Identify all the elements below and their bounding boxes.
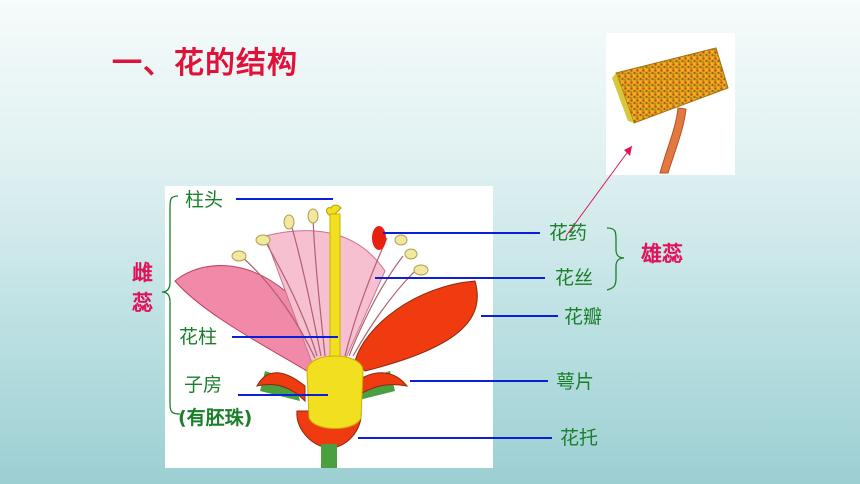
label-anther: 花药 bbox=[549, 222, 588, 244]
highlighted-anther bbox=[372, 226, 386, 250]
label-ovule-note: (有胚珠) bbox=[178, 407, 253, 429]
page-title: 一、花的结构 bbox=[112, 46, 298, 81]
label-petal: 花瓣 bbox=[564, 306, 603, 328]
group-label-pistil: 雌蕊 bbox=[132, 261, 153, 315]
ovary bbox=[306, 355, 364, 429]
label-style: 花柱 bbox=[179, 326, 218, 348]
label-ovary: 子房 bbox=[184, 374, 223, 396]
right-petal bbox=[354, 280, 478, 372]
label-stigma: 柱头 bbox=[185, 189, 224, 211]
label-receptacle: 花托 bbox=[560, 427, 599, 449]
label-filament: 花丝 bbox=[555, 267, 594, 289]
group-label-stamen: 雄蕊 bbox=[641, 242, 683, 266]
label-sepal: 萼片 bbox=[556, 371, 595, 393]
